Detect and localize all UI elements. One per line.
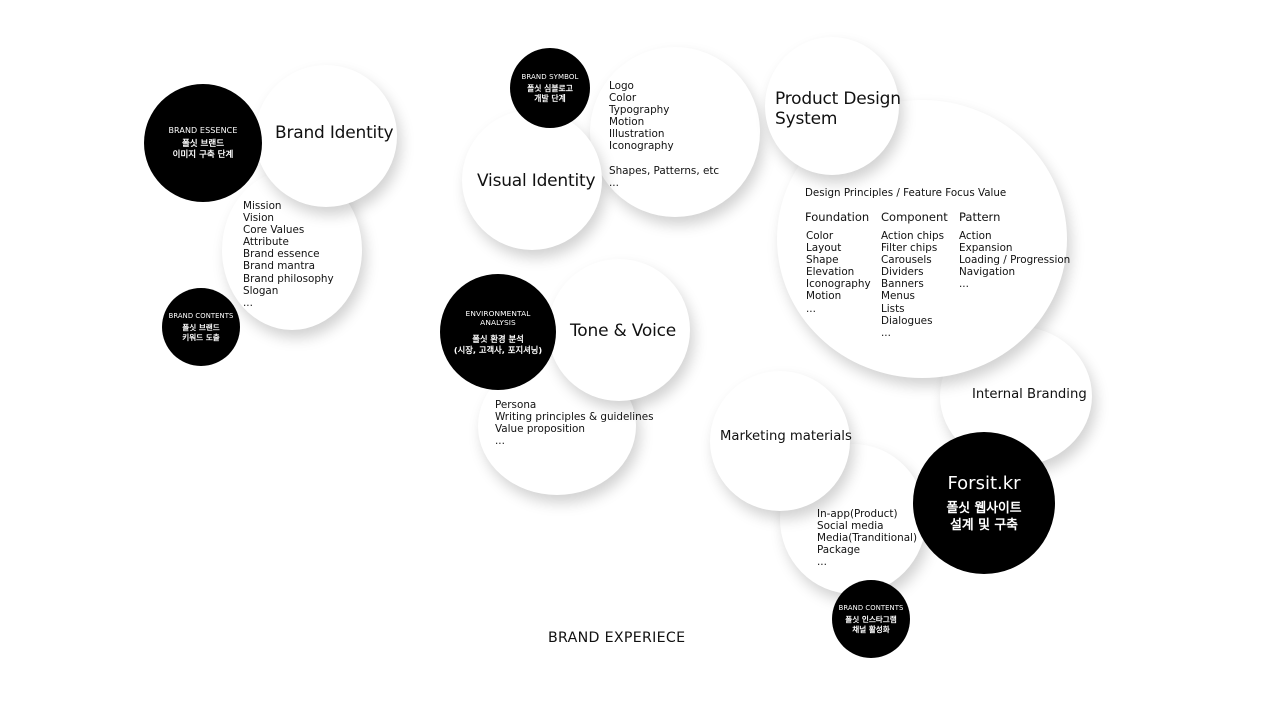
environmental-analysis-tag: ENVIRONMENTAL ANALYSIS — [465, 308, 531, 327]
brand-identity-circle — [255, 65, 397, 207]
brand-contents-tag-2: BRAND CONTENTS — [838, 603, 904, 612]
forsit-circle: Forsit.kr 폴싯 웹사이트 설계 및 구축 — [913, 432, 1055, 574]
brand-symbol-circle: BRAND SYMBOL 폴싯 심볼로고 개발 단계 — [510, 48, 590, 128]
tone-voice-title: Tone & Voice — [570, 321, 677, 341]
product-design-circle — [765, 37, 899, 175]
visual-items-circle — [590, 47, 760, 217]
visual-identity-items: Logo Color Typography Motion Illustratio… — [609, 80, 720, 189]
brand-contents-tag-1: BRAND CONTENTS — [168, 311, 234, 320]
component-items: Action chips Filter chips Carousels Divi… — [881, 230, 945, 339]
tone-voice-circle — [548, 259, 690, 401]
internal-branding-title: Internal Branding — [972, 387, 1087, 402]
visual-identity-title: Visual Identity — [477, 171, 596, 191]
brand-contents-ko-1: 폴싯 브랜드 키워드 도출 — [182, 322, 220, 342]
foundation-items: Color Layout Shape Elevation Iconography… — [806, 230, 871, 315]
brand-experience-label: BRAND EXPERIECE — [548, 630, 686, 646]
component-heading: Component — [881, 210, 948, 224]
design-principles-label: Design Principles / Feature Focus Value — [805, 187, 1007, 199]
brand-identity-items: Mission Vision Core Values Attribute Bra… — [243, 200, 334, 309]
environmental-analysis-circle: ENVIRONMENTAL ANALYSIS 폴싯 환경 분석 (시장, 고객사… — [440, 274, 556, 390]
foundation-heading: Foundation — [805, 210, 870, 224]
brand-essence-tag: BRAND ESSENCE — [168, 125, 238, 135]
forsit-ko: 폴싯 웹사이트 설계 및 구축 — [946, 500, 1022, 533]
product-design-title: Product Design System — [775, 89, 901, 129]
brand-contents-ko-2: 폴싯 인스타그램 채널 활성화 — [845, 614, 897, 634]
forsit-title: Forsit.kr — [947, 472, 1021, 494]
brand-identity-title: Brand Identity — [275, 123, 394, 143]
marketing-items: In-app(Product) Social media Media(Trand… — [817, 508, 917, 569]
pattern-heading: Pattern — [959, 210, 1001, 224]
tone-voice-items: Persona Writing principles & guidelines … — [495, 399, 654, 448]
brand-contents-circle-2: BRAND CONTENTS 폴싯 인스타그램 채널 활성화 — [832, 580, 910, 658]
marketing-materials-title: Marketing materials — [720, 429, 852, 444]
brand-contents-circle-1: BRAND CONTENTS 폴싯 브랜드 키워드 도출 — [162, 288, 240, 366]
brand-essence-ko: 폴싯 브랜드 이미지 구축 단계 — [172, 138, 234, 160]
marketing-materials-circle — [710, 371, 850, 511]
visual-identity-circle — [462, 110, 602, 250]
brand-symbol-ko: 폴싯 심볼로고 개발 단계 — [527, 83, 573, 103]
brand-essence-circle: BRAND ESSENCE 폴싯 브랜드 이미지 구축 단계 — [144, 84, 262, 202]
environmental-analysis-ko: 폴싯 환경 분석 (시장, 고객사, 포지셔닝) — [453, 333, 543, 355]
pattern-items: Action Expansion Loading / Progression N… — [959, 230, 1071, 291]
brand-symbol-tag: BRAND SYMBOL — [521, 72, 579, 81]
